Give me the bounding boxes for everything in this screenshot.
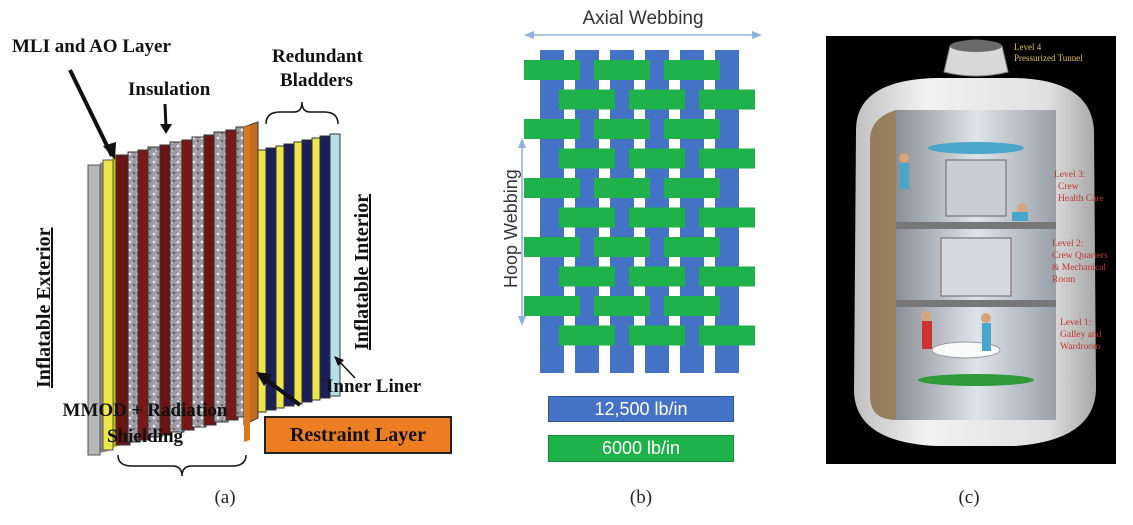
legend-green: 6000 lb/in	[548, 435, 734, 462]
legend-green-label: 6000 lb/in	[601, 438, 681, 458]
hoop-strap-segment	[699, 325, 755, 346]
mmod-label: MMOD + Radiation Shielding	[30, 398, 260, 450]
hoop-strap-segment	[629, 266, 685, 287]
insulation-label: Insulation	[128, 79, 211, 100]
level2-label-3: & Mechanical	[1052, 263, 1106, 273]
mmod-label-line2: Shielding	[106, 426, 184, 447]
level1-label-1: Level 1:	[1060, 318, 1091, 328]
legend-blue-label: 12,500 lb/in	[594, 398, 688, 419]
hoop-strap-segment	[559, 325, 615, 346]
floor-level3	[896, 222, 1056, 229]
layer-stack-svg: MLI and AO Layer Insulation Redundant Bl…	[12, 36, 422, 477]
hoop-strap-segment	[594, 119, 650, 139]
level3-label-1: Level 3:	[1054, 170, 1085, 180]
level1-ring	[918, 374, 1034, 386]
hoop-strap-segment	[664, 60, 720, 80]
panel-c-habitat-cutaway: Level 4 Pressurized Tunnel Level 3: Crew…	[826, 0, 1116, 464]
mmod-label-line1: MMOD + Radiation	[62, 400, 228, 421]
level2-label-2: Crew Quarters	[1052, 251, 1108, 261]
axial-webbing-label: Axial Webbing	[582, 8, 703, 29]
hoop-strap-segment	[594, 296, 650, 316]
hoop-strap-segment	[664, 178, 720, 198]
hoop-strap-segment	[559, 89, 615, 110]
restraint-arrow	[262, 376, 302, 407]
hoop-strap-segment	[524, 178, 580, 198]
hoop-strap-segment	[629, 207, 685, 228]
crew-figures	[899, 153, 1028, 351]
hoop-strap-segment	[629, 89, 685, 110]
hoop-strap-segment	[664, 296, 720, 316]
bladders-label-line2: Bladders	[280, 70, 353, 91]
bladders-label-line1: Redundant	[272, 46, 363, 67]
level2-label-1: Level 2:	[1052, 239, 1083, 249]
hoop-strap-segment	[629, 325, 685, 346]
level4-label-2: Pressurized Tunnel	[1014, 53, 1083, 63]
level1-label-3: Wardroom	[1060, 342, 1101, 352]
hoop-strap-segment	[559, 207, 615, 228]
hoop-strap-segment	[559, 148, 615, 169]
inner-liner-label: Inner Liner	[326, 376, 422, 397]
hoop-strap-segment	[664, 119, 720, 139]
hoop-strap-segment	[699, 148, 755, 169]
level3-label-3: Health Care	[1058, 194, 1104, 204]
hoop-strap-segment	[699, 207, 755, 228]
caption-c: (c)	[958, 487, 980, 508]
inflatable-exterior-label: Inflatable Exterior	[33, 227, 55, 388]
webbing-weave-svg: Axial Webbing Hoop Webbing	[501, 8, 762, 373]
hoop-strap-segment	[594, 60, 650, 80]
layer-mmod-stack	[115, 126, 251, 446]
mmod-brace	[117, 454, 247, 477]
hoop-strap-segment	[559, 266, 615, 287]
hoop-strap-segment	[524, 119, 580, 139]
restraint-layer-label: Restraint Layer	[289, 423, 427, 446]
hoop-strap-segment	[524, 237, 580, 257]
hoop-webbing-label: Hoop Webbing	[501, 169, 521, 288]
caption-a: (a)	[214, 487, 236, 508]
layer-restraint	[243, 121, 259, 442]
mli-ao-label: MLI and AO Layer	[12, 36, 171, 57]
weave-grid	[524, 50, 755, 373]
mli-arrow	[68, 69, 114, 157]
hoop-strap-segment	[594, 178, 650, 198]
legend-blue: 12,500 lb/in	[548, 396, 734, 422]
hoop-strap-segment	[594, 237, 650, 257]
caption-b: (b)	[629, 487, 653, 508]
layer-bladders	[257, 133, 341, 413]
habitat-cutaway-svg: Level 4 Pressurized Tunnel Level 3: Crew…	[826, 36, 1116, 464]
bladders-brace	[265, 101, 339, 125]
level3-ring	[928, 142, 1024, 154]
level4-label-1: Level 4	[1014, 42, 1042, 52]
panel-a-layer-diagram: MLI and AO Layer Insulation Redundant Bl…	[0, 0, 460, 480]
level3-label-2: Crew	[1058, 182, 1079, 192]
restraint-layer-box: Restraint Layer	[264, 416, 452, 454]
panel-b-webbing-diagram: Axial Webbing Hoop Webbing 12,500 lb/in …	[480, 0, 780, 480]
hoop-strap-segment	[664, 237, 720, 257]
floor-level2	[896, 300, 1056, 307]
hoop-strap-segment	[524, 60, 580, 80]
hoop-strap-segment	[629, 148, 685, 169]
hoop-strap-segment	[699, 89, 755, 110]
inflatable-interior-label: Inflatable Interior	[351, 194, 373, 350]
hoop-strap-segment	[699, 266, 755, 287]
hoop-strap-segment	[524, 296, 580, 316]
level2-label-4: Room	[1052, 275, 1076, 285]
level1-label-2: Galley and	[1060, 330, 1102, 340]
